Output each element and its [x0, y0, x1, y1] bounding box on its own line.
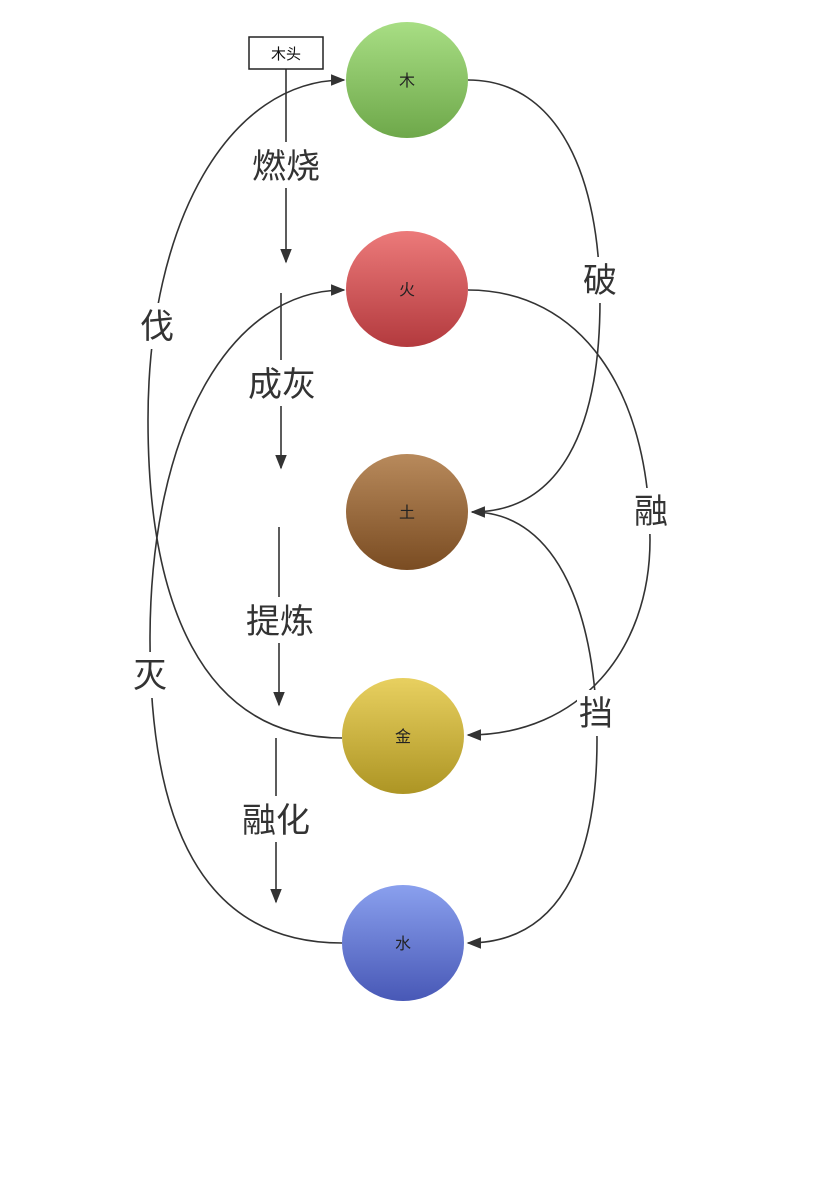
node-earth-label: 土 — [399, 503, 415, 522]
label-block: 挡 — [579, 694, 613, 734]
node-metal-label: 金 — [395, 727, 411, 746]
node-water: 水 — [342, 885, 464, 1001]
edge-earth-to-water — [466, 511, 598, 949]
label-ash: 成灰 — [248, 365, 316, 405]
source-box-label: 木头 — [271, 45, 301, 63]
edge-water-to-fire — [149, 284, 346, 944]
node-metal: 金 — [342, 678, 464, 794]
edge-fire-to-metal — [466, 289, 651, 741]
label-burn: 燃烧 — [252, 147, 320, 187]
node-wood: 木 — [346, 22, 468, 138]
edge-metal-to-wood — [147, 74, 346, 739]
node-fire: 火 — [346, 231, 468, 347]
label-fuse: 融 — [634, 492, 668, 532]
label-extinguish: 灭 — [133, 656, 167, 696]
label-melt: 融化 — [242, 801, 310, 841]
node-fire-label: 火 — [399, 280, 415, 299]
label-refine: 提炼 — [246, 602, 314, 642]
edge-wood-to-earth — [467, 79, 601, 518]
source-box — [248, 36, 324, 70]
node-earth: 土 — [346, 454, 468, 570]
label-chop: 伐 — [140, 307, 174, 347]
node-wood-label: 木 — [399, 71, 415, 90]
label-break: 破 — [583, 261, 617, 301]
node-water-label: 水 — [395, 934, 411, 953]
